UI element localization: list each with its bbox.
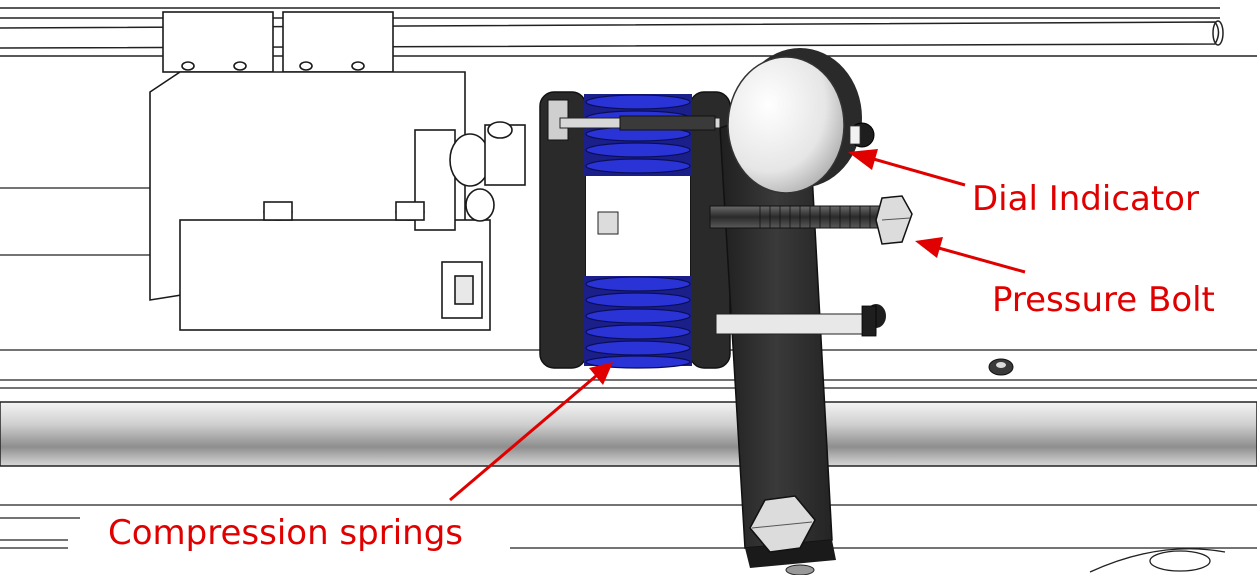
pressure-bolt-label: Pressure Bolt [992,280,1215,320]
compression-springs-label: Compression springs [108,513,463,553]
annotation-arrows [449,149,1026,502]
rail-nut [988,358,1014,376]
arm-hex-bolt [749,495,816,575]
dial-indicator [727,48,875,194]
carriage-block [149,11,526,331]
spring-frame [539,91,731,369]
indicator-plunger [559,115,721,131]
dial-indicator-label: Dial Indicator [972,179,1199,219]
guide-rod [0,401,1257,467]
pressure-bolt [709,195,913,245]
upper-spring [584,94,692,176]
lower-screw [715,304,886,337]
lower-spring [584,276,692,369]
